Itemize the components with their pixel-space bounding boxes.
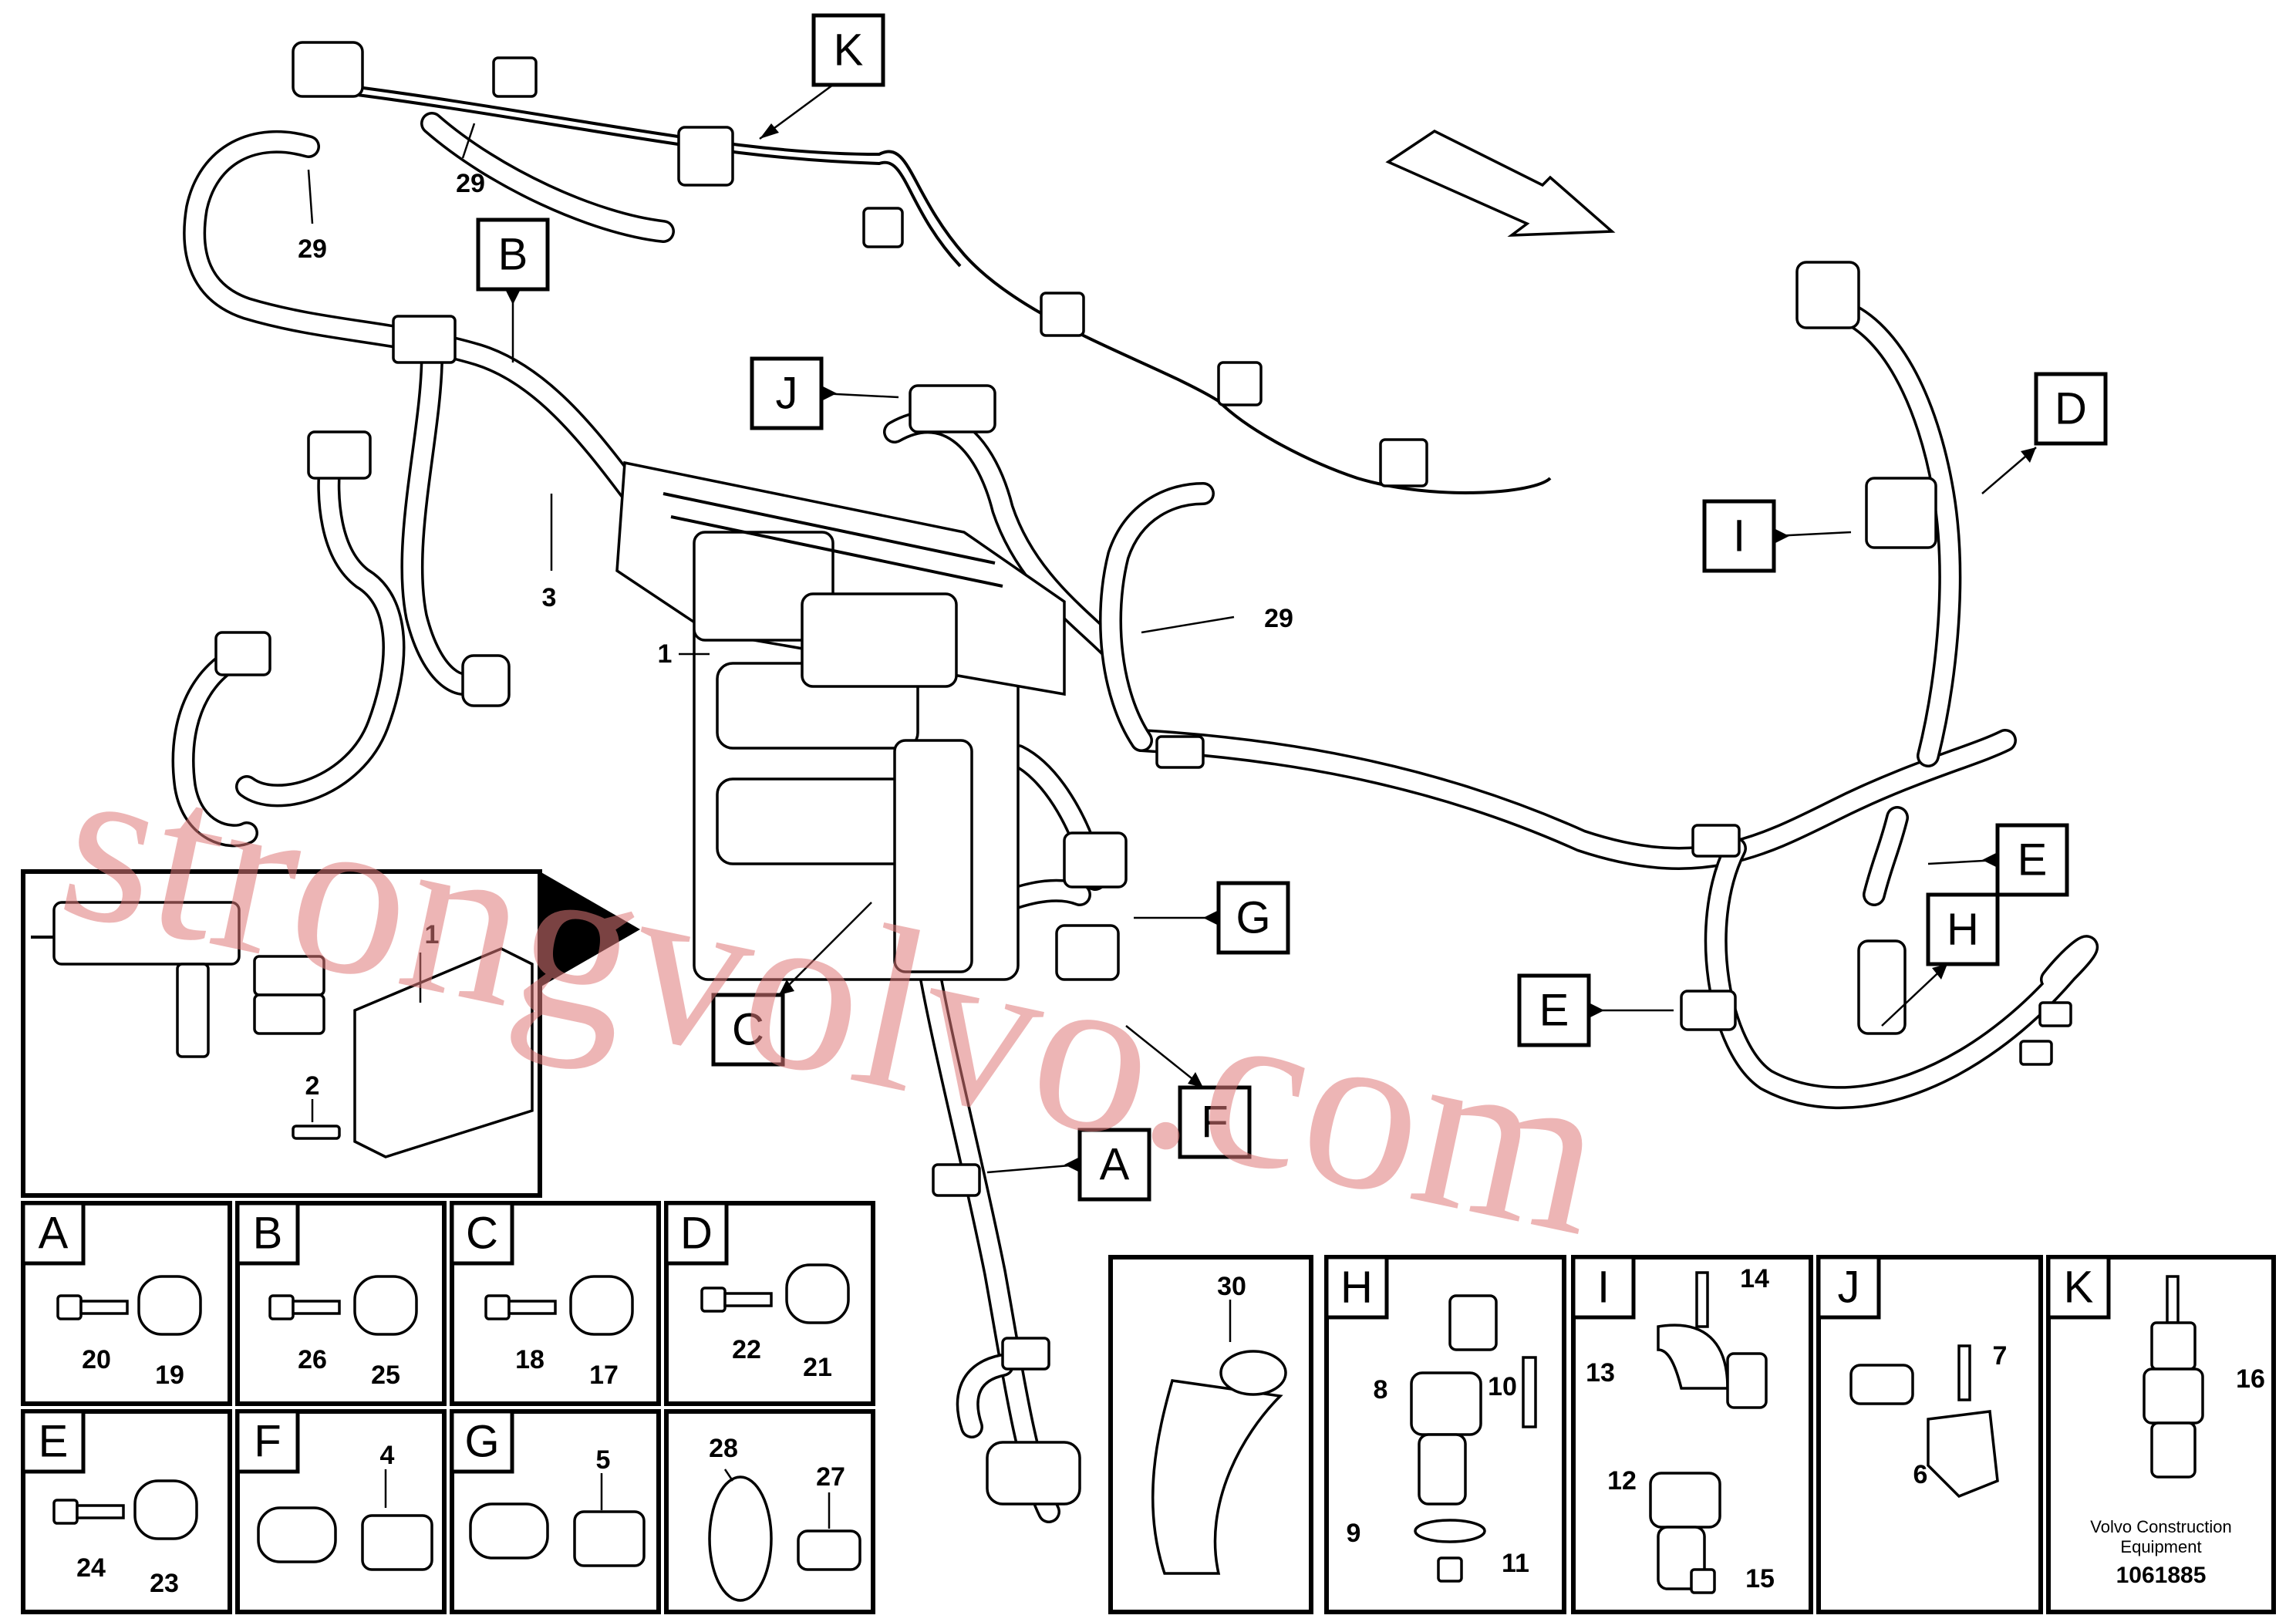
callout-d-letter: D [2055, 384, 2087, 434]
label-29-top: 29 [456, 169, 485, 198]
callout-c: C [711, 902, 872, 1067]
callout-e-upper-letter: E [2018, 835, 2048, 885]
callout-k: K [759, 13, 885, 140]
brand-caption-line1: Volvo Construction [2090, 1517, 2231, 1536]
panel-strap-number: 28 [709, 1434, 738, 1463]
panel-i-label-14: 14 [1740, 1264, 1769, 1293]
panel-i-label-15: 15 [1745, 1564, 1775, 1593]
panel-30: 30 [1108, 1255, 1313, 1614]
panel-i-letter: I [1597, 1263, 1610, 1313]
callout-g-letter: G [1236, 893, 1270, 943]
callout-i-letter: I [1733, 511, 1745, 561]
panel-j-label-7: 7 [1993, 1341, 2008, 1371]
callout-b: B [476, 218, 550, 363]
callout-c-letter: C [732, 1005, 764, 1055]
callout-j: J [750, 356, 899, 430]
main-labels: 29 29 3 1 29 [298, 123, 1293, 669]
callout-j-letter: J [776, 369, 798, 419]
callout-h: H [1881, 892, 2000, 1027]
panel-i-label-13: 13 [1586, 1358, 1615, 1388]
inset-label-1: 1 [425, 920, 440, 949]
panel-c-letter: C [466, 1209, 498, 1259]
brand-caption-line2: Equipment [2120, 1537, 2201, 1556]
panel-a: A 20 19 [21, 1201, 232, 1406]
panel-h-label-9: 9 [1347, 1519, 1361, 1548]
panel-e: E 24 23 [21, 1409, 232, 1614]
panel-i: I 14 13 12 15 [1571, 1255, 1813, 1614]
label-1: 1 [658, 639, 673, 669]
panel-f-letter: F [254, 1417, 281, 1467]
panel-k-letter: K [2064, 1263, 2094, 1313]
callout-a-letter: A [1100, 1140, 1130, 1190]
callout-f: F [1125, 1025, 1252, 1159]
panel-a-letter: A [39, 1209, 69, 1259]
callout-a: A [986, 1128, 1151, 1202]
callout-f-letter: F [1201, 1098, 1228, 1148]
callout-d: D [1981, 372, 2108, 494]
main-wiring-harness [171, 41, 2099, 1523]
panel-strap-plug: 28 27 [664, 1409, 875, 1614]
panel-k: K 16 Volvo Construction Equipment 106188… [2046, 1255, 2276, 1614]
label-29-right: 29 [1264, 604, 1293, 633]
panel-c-bolt: 18 [515, 1345, 544, 1374]
callout-e-lower: E [1517, 973, 1674, 1047]
panel-g-letter: G [464, 1417, 499, 1467]
panel-30-number: 30 [1217, 1272, 1246, 1301]
panel-e-letter: E [39, 1417, 69, 1467]
panel-d: D 22 21 [664, 1201, 875, 1406]
callout-e-upper: E [1927, 823, 2069, 897]
panel-c-clip: 17 [589, 1361, 619, 1390]
panel-plug-number: 27 [816, 1462, 845, 1492]
panel-h-label-11: 11 [1502, 1549, 1529, 1578]
inset-label-2: 2 [305, 1071, 320, 1101]
panel-b-clip: 25 [371, 1361, 400, 1390]
panel-h: H 8 10 9 11 [1324, 1255, 1566, 1614]
panel-b: B 26 25 [235, 1201, 447, 1406]
panel-k-label-16: 16 [2236, 1364, 2265, 1394]
panel-d-clip: 21 [803, 1353, 832, 1382]
panel-c: C 18 17 [450, 1201, 661, 1406]
panel-a-clip: 19 [155, 1361, 184, 1390]
drawing-number: 1061885 [2116, 1563, 2207, 1588]
panel-f: F 4 [235, 1409, 447, 1614]
callout-k-letter: K [834, 25, 864, 76]
panel-e-bolt: 24 [76, 1553, 106, 1583]
panel-j-label-6: 6 [1913, 1460, 1928, 1489]
callout-e-lower-letter: E [1539, 986, 1569, 1036]
callout-h-letter: H [1947, 905, 1979, 955]
panel-b-letter: B [253, 1209, 283, 1259]
panel-h-letter: H [1340, 1263, 1373, 1313]
callout-b-letter: B [498, 230, 528, 280]
label-3: 3 [542, 583, 557, 612]
panel-a-bolt: 20 [82, 1345, 111, 1374]
panel-i-label-12: 12 [1607, 1466, 1637, 1496]
label-29-left: 29 [298, 234, 327, 264]
panel-h-label-8: 8 [1374, 1375, 1388, 1404]
panel-j: J 7 6 [1816, 1255, 2043, 1614]
callout-i: I [1702, 499, 1852, 573]
panel-d-bolt: 22 [732, 1335, 761, 1364]
panel-b-bolt: 26 [298, 1345, 327, 1374]
panel-g: G 5 [450, 1409, 661, 1614]
inset-ecu-detail: 1 2 [21, 869, 640, 1198]
panel-d-letter: D [680, 1209, 713, 1259]
panel-f-part: 4 [380, 1441, 395, 1470]
panel-h-label-10: 10 [1488, 1372, 1517, 1401]
panel-e-clip: 23 [150, 1569, 179, 1598]
panel-g-part: 5 [596, 1445, 611, 1475]
panel-j-letter: J [1838, 1263, 1860, 1313]
callout-g: G [1134, 881, 1290, 955]
